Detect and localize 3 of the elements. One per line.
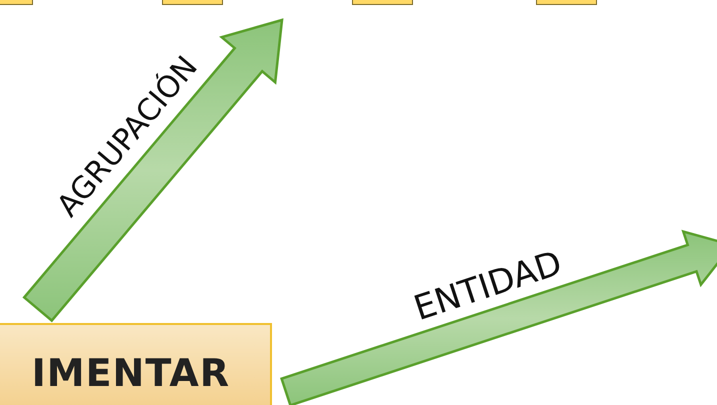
block-arrow [22, 18, 284, 322]
box-label: IMENTAR [32, 351, 230, 395]
block-arrow [280, 230, 717, 405]
